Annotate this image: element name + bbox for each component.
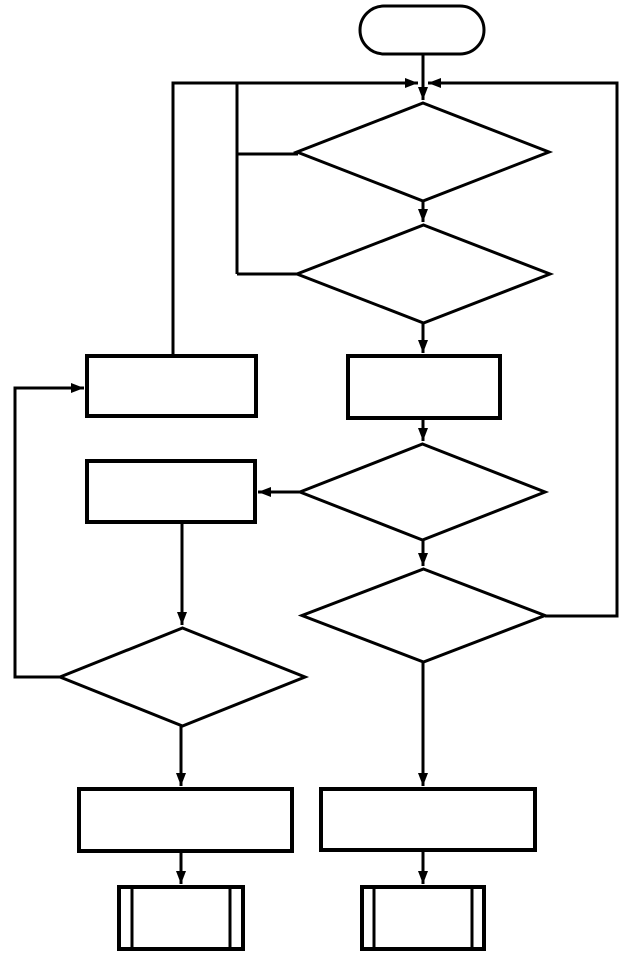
decision-5 <box>55 626 310 728</box>
process-bottom-right <box>319 787 537 852</box>
edge-top-rail-left-into-junction <box>171 78 418 356</box>
decision-3-shape <box>295 442 550 542</box>
decision-3 <box>295 442 550 542</box>
start-terminator <box>358 4 486 56</box>
decision-4 <box>297 567 550 664</box>
process-left-upper <box>85 354 258 418</box>
start-terminator-shape <box>358 4 486 56</box>
decision-4-shape <box>297 567 550 664</box>
decision-5-shape <box>55 626 310 728</box>
subroutine-bottom-left-shape <box>117 885 245 951</box>
decision-2 <box>292 223 555 325</box>
process-left-upper-shape <box>85 354 258 418</box>
subroutine-bottom-left <box>117 885 245 951</box>
decision-1-shape <box>292 101 554 203</box>
edge-decision-5-loop-to-process-left-upper <box>13 383 84 679</box>
process-right <box>346 354 502 420</box>
process-bottom-left <box>77 787 294 853</box>
process-left-lower <box>85 459 257 524</box>
subroutine-bottom-right <box>360 885 486 951</box>
edge-decision-4-right-loop-into-junction <box>428 78 619 618</box>
subroutine-bottom-right-shape <box>360 885 486 951</box>
decision-1 <box>292 101 554 203</box>
process-bottom-left-shape <box>77 787 294 853</box>
process-bottom-right-shape <box>319 787 537 852</box>
process-right-shape <box>346 354 502 420</box>
decision-2-shape <box>292 223 555 325</box>
process-left-lower-shape <box>85 459 257 524</box>
